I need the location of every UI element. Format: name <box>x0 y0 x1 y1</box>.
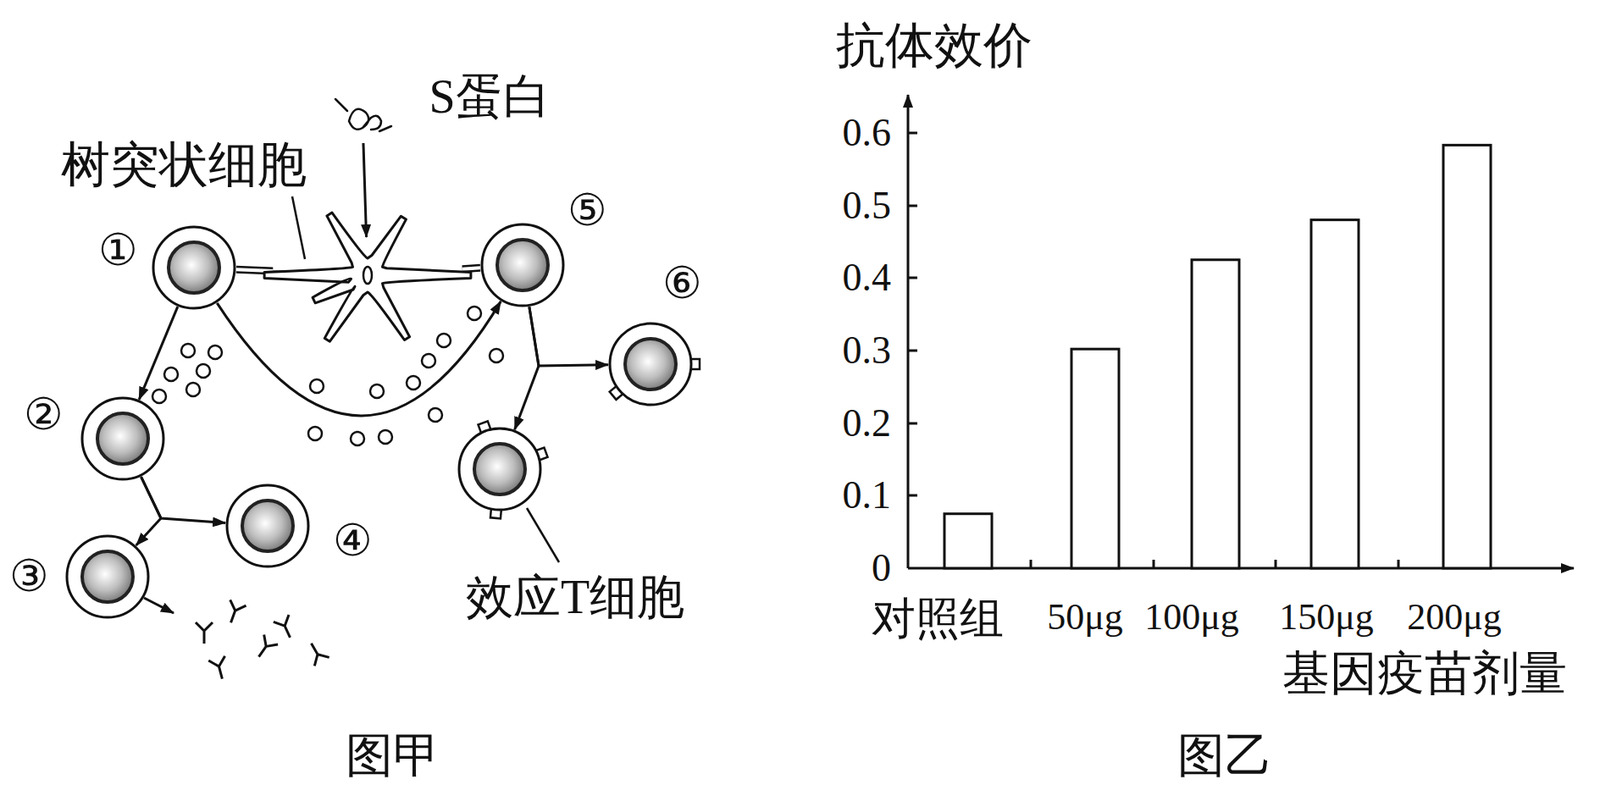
category-label: 对照组 <box>871 597 1004 642</box>
tick-label: 0.6 <box>842 113 892 153</box>
tick-label: 0.4 <box>842 258 892 298</box>
nucleus <box>474 443 526 495</box>
category-label: 100μg <box>1144 598 1240 637</box>
cell-membrane <box>226 485 309 567</box>
cell-shape <box>216 475 319 577</box>
connector-line <box>216 301 501 416</box>
callout-number: ③ <box>9 554 50 599</box>
protein-icon: S蛋白 <box>328 92 397 144</box>
cell: ③ <box>56 525 159 628</box>
nucleus <box>363 266 372 284</box>
particles <box>152 306 504 446</box>
tick-label: 0 <box>871 548 892 588</box>
arrow-connector <box>529 306 609 366</box>
node-label: S蛋白 <box>428 72 550 121</box>
callout-number: ② <box>23 393 64 438</box>
cell-membrane <box>609 323 692 405</box>
arrow-connector <box>514 306 539 430</box>
nucleus <box>625 338 676 390</box>
callout-number: ⑥ <box>662 261 703 306</box>
bar-group <box>944 144 1491 569</box>
arrow-connector <box>363 143 367 238</box>
cell-membrane <box>66 536 149 618</box>
callout-number: ⑤ <box>567 188 608 233</box>
category-label: 50μg <box>1046 598 1124 637</box>
cell: ① <box>143 216 245 319</box>
connector-outer <box>462 267 481 269</box>
connector-line <box>514 306 539 430</box>
leader-lines <box>292 196 560 563</box>
cell-shape <box>71 387 174 490</box>
arrow-connector <box>138 306 178 400</box>
tick-label: 0.5 <box>842 186 892 226</box>
figure-caption: 图甲 <box>345 731 441 780</box>
cell: ② <box>71 387 174 490</box>
tick-label: 0.1 <box>842 476 892 515</box>
callout-number: ④ <box>332 519 373 564</box>
nucleus <box>497 239 549 291</box>
virus-strokes <box>335 99 392 132</box>
bar <box>1191 260 1240 569</box>
antibodies <box>143 597 330 681</box>
nucleus <box>97 413 149 465</box>
connector-line <box>363 143 367 238</box>
cell-shape <box>471 214 574 316</box>
connector-line <box>138 306 178 400</box>
cell-membrane <box>153 226 235 309</box>
bar <box>1311 220 1359 569</box>
bar <box>1443 144 1491 569</box>
nucleus <box>168 242 220 294</box>
connector-line <box>141 476 227 523</box>
virus-shape <box>328 92 397 144</box>
connector-line <box>529 306 609 366</box>
cell-shape <box>599 313 702 416</box>
cell-membrane <box>82 398 164 480</box>
bar <box>1071 348 1119 569</box>
bar <box>944 514 992 569</box>
contact-connector <box>462 267 481 269</box>
nucleus <box>242 500 294 552</box>
arrow-connector <box>141 476 227 523</box>
cell-shape <box>448 418 551 521</box>
figure-caption: 图乙 <box>1177 731 1273 780</box>
callout-number: ① <box>98 228 139 273</box>
axis-title: 基因疫苗剂量 <box>1282 649 1567 698</box>
node-label: 效应T细胞 <box>465 573 685 621</box>
category-label: 150μg <box>1278 598 1374 637</box>
cell-membrane <box>459 428 541 510</box>
tick-label: 0.3 <box>842 331 892 371</box>
chart-axes <box>907 94 1574 569</box>
nucleus <box>82 551 133 603</box>
category-label: 200μg <box>1406 598 1502 637</box>
dendritic-cell: 树突状细胞 <box>240 182 495 369</box>
cell-membrane <box>481 224 564 306</box>
dendritic-shape <box>240 182 495 369</box>
cell-shape <box>56 525 159 628</box>
connector-inner <box>462 267 481 269</box>
cell: ④ <box>216 475 319 577</box>
cell: ⑤ <box>471 214 574 316</box>
arrow-connector <box>216 301 501 416</box>
node-label: 树突状细胞 <box>60 140 307 190</box>
cell: ⑥ <box>599 313 702 416</box>
effector-t-cell: 效应T细胞 <box>448 418 551 521</box>
cell-shape <box>143 216 245 319</box>
dendritic-body <box>264 212 471 342</box>
axis-title: 抗体效价 <box>835 21 1033 71</box>
tick-label: 0.2 <box>842 404 892 443</box>
